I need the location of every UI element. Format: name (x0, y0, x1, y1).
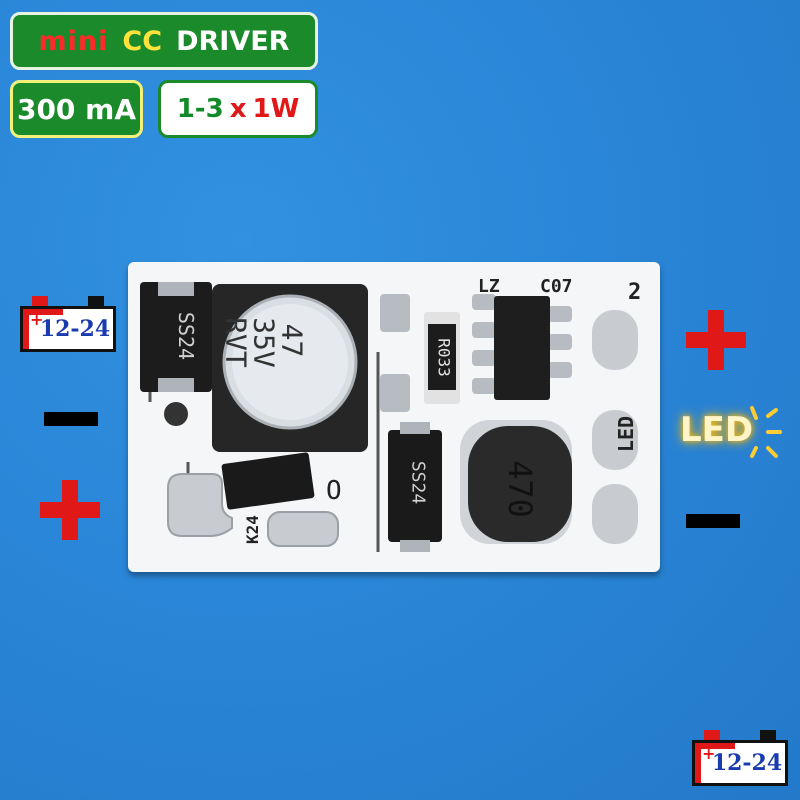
cap-series: RVT (219, 317, 253, 368)
silk-k24: K24 (242, 515, 262, 544)
resistor-marking: R033 (434, 338, 454, 377)
silk-lz: LZ (478, 276, 500, 297)
title-badge: mini CC DRIVER (10, 12, 318, 70)
led-count-badge: 1-3 x 1W (158, 80, 318, 138)
silk-pad-2: 2 (628, 280, 642, 305)
led-power: 1W (252, 94, 300, 124)
silk-o: O (326, 476, 342, 506)
led-label: LED (680, 410, 754, 450)
battery-icon-left: + 12-24 (20, 296, 120, 354)
battery-left-voltage: 12-24 (39, 316, 111, 342)
title-driver: DRIVER (176, 25, 290, 57)
output-minus-sign (686, 514, 740, 528)
title-mini: mini (38, 25, 109, 57)
input-plus-sign (40, 480, 100, 540)
current-badge: 300 mA (10, 80, 143, 138)
led-count-x: x (229, 94, 247, 124)
diode-2-marking: SS24 (407, 460, 429, 505)
diode-1-marking: SS24 (174, 311, 198, 361)
led-count-range: 1-3 (176, 94, 224, 124)
pcb-board: LZ C07 2 LED K24 O 47 35V RVT SS24 SS24 … (128, 262, 660, 572)
led-glow-icon (750, 406, 782, 458)
battery-bottom-voltage: 12-24 (711, 750, 783, 776)
inductor-marking: 470 (501, 460, 539, 518)
input-minus-sign (44, 412, 98, 426)
pcb-artwork (140, 282, 638, 552)
silk-c07: C07 (540, 276, 573, 297)
output-plus-sign (686, 310, 746, 370)
current-value: 300 mA (16, 92, 137, 126)
title-cc: CC (122, 25, 163, 57)
silk-led: LED (614, 415, 639, 453)
battery-icon-bottom: + 12-24 (692, 730, 792, 788)
